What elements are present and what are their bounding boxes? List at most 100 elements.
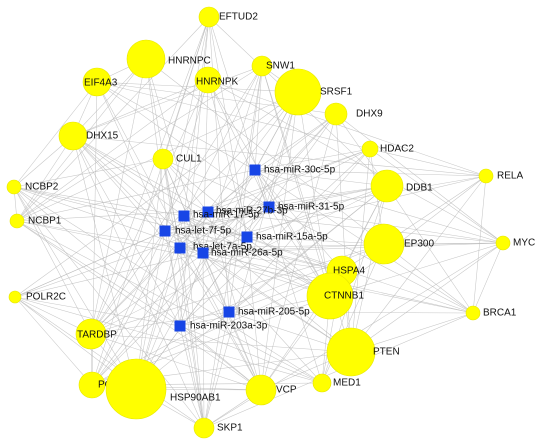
gene-node-tardbp[interactable]: TARDBP (75, 318, 117, 350)
gene-node-med1[interactable]: MED1 (312, 373, 361, 393)
mirna-node-hsa-let-7f-5p[interactable]: hsa-let-7f-5p (159, 225, 232, 237)
mirna-square-hsa-miR-203a-3p[interactable] (174, 320, 186, 332)
node-label-eftud2: EFTUD2 (219, 12, 258, 23)
node-label-skp1: SKP1 (217, 423, 243, 434)
gene-node-cul1[interactable]: CUL1 (152, 148, 202, 170)
node-label-cul1: CUL1 (176, 154, 202, 165)
mirna-node-hsa-miR-30c-5p[interactable]: hsa-miR-30c-5p (249, 164, 336, 176)
gene-circle-myc[interactable] (495, 235, 511, 251)
gene-node-dhx9[interactable]: DHX9 (324, 102, 383, 126)
gene-circle-pten[interactable] (326, 327, 376, 377)
gene-circle-polr2c[interactable] (8, 290, 22, 304)
edge-hsa-miR-30c-5p-DHX9 (254, 113, 337, 171)
edge-hsa-miR-30c-5p-RELA (254, 169, 487, 177)
gene-circle-snw1[interactable] (251, 55, 273, 77)
gene-circle-eftud2[interactable] (198, 6, 220, 28)
edge-hsa-miR-203a-3p-NCBP1 (16, 220, 181, 327)
gene-node-ncbp2[interactable]: NCBP2 (6, 179, 59, 195)
gene-circle-hnrnpc[interactable] (126, 39, 166, 79)
gene-circle-ncbp2[interactable] (6, 179, 22, 195)
gene-circle-med1[interactable] (312, 373, 332, 393)
gene-node-polr2c[interactable]: POLR2C (8, 290, 66, 304)
gene-circle-ncbp1[interactable] (9, 213, 25, 229)
gene-circle-srsf1[interactable] (274, 68, 322, 116)
edge-hsa-miR-30c-5p-POLR2B (91, 169, 256, 386)
gene-circle-brca1[interactable] (465, 305, 481, 321)
edge-hsa-miR-27b-3p-MYC (207, 211, 504, 244)
edge-SRSF1-VCP (260, 91, 299, 391)
gene-node-myc[interactable]: MYC (495, 235, 535, 251)
gene-circle-ctnnb1[interactable] (306, 272, 354, 320)
mirna-square-hsa-miR-15a-5p[interactable] (241, 231, 253, 243)
node-label-snw1: SNW1 (266, 61, 295, 72)
edge-hsa-miR-205-5p-BRCA1 (228, 311, 474, 314)
gene-node-vcp[interactable]: VCP (245, 374, 297, 406)
gene-node-ep300[interactable]: EP300 (363, 223, 434, 265)
gene-node-hnrnpc[interactable]: HNRNPC (126, 39, 211, 79)
edge-HNRNPK-MYC (207, 79, 504, 244)
mirna-square-hsa-miR-31-5p[interactable] (263, 201, 275, 213)
gene-circle-eif4a3[interactable] (82, 67, 112, 97)
edge-hsa-miR-203a-3p-POLR2C (14, 296, 181, 327)
mirna-square-hsa-let-7f-5p[interactable] (159, 225, 171, 237)
mirna-square-hsa-miR-27b-3p[interactable] (202, 206, 214, 218)
gene-node-snw1[interactable]: SNW1 (251, 55, 295, 77)
gene-circle-polr2b[interactable] (78, 371, 106, 399)
gene-node-dhx15[interactable]: DHX15 (58, 121, 119, 151)
gene-circle-skp1[interactable] (193, 417, 215, 439)
edge-hsa-miR-15a-5p-SRSF1 (246, 91, 299, 238)
mirna-square-hsa-miR-26a-5p[interactable] (197, 247, 209, 259)
gene-node-ncbp1[interactable]: NCBP1 (9, 213, 62, 229)
edge-POLR2C-SKP1 (14, 296, 205, 429)
gene-node-skp1[interactable]: SKP1 (193, 417, 243, 439)
edge-hsa-miR-17-5p-DHX15 (72, 135, 185, 217)
gene-node-rela[interactable]: RELA (478, 168, 523, 184)
mirna-square-hsa-miR-205-5p[interactable] (223, 306, 235, 318)
gene-circle-hdac2[interactable] (361, 140, 379, 158)
gene-node-hsp90ab1[interactable]: HSP90AB1 (105, 358, 221, 420)
gene-circle-dhx9[interactable] (324, 102, 348, 126)
mirna-node-hsa-miR-17-5p[interactable]: hsa-miR-17-5p (178, 210, 260, 222)
edge-SNW1-TARDBP (90, 65, 263, 335)
mirna-node-hsa-miR-203a-3p[interactable]: hsa-miR-203a-3p (174, 320, 268, 332)
gene-circle-dhx15[interactable] (58, 121, 88, 151)
gene-node-pten[interactable]: PTEN (326, 327, 400, 377)
gene-circle-rela[interactable] (478, 168, 494, 184)
gene-circle-cul1[interactable] (152, 148, 174, 170)
mirna-square-hsa-miR-30c-5p[interactable] (249, 164, 261, 176)
node-label-ncbp2: NCBP2 (25, 182, 59, 193)
gene-circle-hnrnpk[interactable] (194, 66, 222, 94)
gene-node-eftud2[interactable]: EFTUD2 (198, 6, 258, 28)
gene-node-brca1[interactable]: BRCA1 (465, 305, 517, 321)
gene-circle-ep300[interactable] (363, 223, 405, 265)
gene-node-hnrnpk[interactable]: HNRNPK (194, 66, 239, 94)
gene-circle-ddb1[interactable] (370, 169, 404, 203)
node-label-dhx15: DHX15 (86, 131, 119, 142)
edge-DDB1-PTEN (350, 185, 388, 353)
node-label-hsp90ab1: HSP90AB1 (170, 393, 221, 404)
mirna-node-hsa-let-7a-5p[interactable]: hsa-let-7a-5p (174, 242, 253, 254)
edge-hsa-miR-26a-5p-EP300 (202, 243, 385, 254)
gene-node-eif4a3[interactable]: EIF4A3 (82, 67, 118, 97)
mirna-node-hsa-miR-31-5p[interactable]: hsa-miR-31-5p (263, 201, 345, 213)
mirna-node-hsa-miR-26a-5p[interactable]: hsa-miR-26a-5p (197, 247, 284, 259)
node-label-ncbp1: NCBP1 (28, 216, 62, 227)
mirna-node-hsa-miR-27b-3p[interactable]: hsa-miR-27b-3p (202, 206, 289, 218)
mirna-square-hsa-let-7a-5p[interactable] (174, 242, 186, 254)
gene-circle-vcp[interactable] (245, 374, 277, 406)
edge-hsa-miR-205-5p-CUL1 (162, 158, 230, 313)
gene-node-ctnnb1[interactable]: CTNNB1 (306, 272, 364, 320)
gene-node-ddb1[interactable]: DDB1 (370, 169, 433, 203)
edge-hsa-miR-27b-3p-DHX15 (72, 135, 209, 213)
mirna-node-hsa-miR-205-5p[interactable]: hsa-miR-205-5p (223, 306, 311, 318)
mirna-square-hsa-miR-17-5p[interactable] (178, 210, 190, 222)
edge-SRSF1-POLR2C (14, 91, 299, 298)
gene-circle-tardbp[interactable] (75, 318, 107, 350)
gene-circle-hsp90ab1[interactable] (105, 358, 167, 420)
gene-node-srsf1[interactable]: SRSF1 (274, 68, 353, 116)
gene-node-hdac2[interactable]: HDAC2 (361, 140, 414, 158)
edge-hsa-let-7f-5p-DHX15 (72, 135, 166, 232)
edge-hsa-miR-17-5p-PTEN (183, 215, 352, 353)
edge-hsa-miR-27b-3p-HDAC2 (207, 148, 371, 213)
mirna-node-hsa-miR-15a-5p[interactable]: hsa-miR-15a-5p (241, 231, 329, 243)
